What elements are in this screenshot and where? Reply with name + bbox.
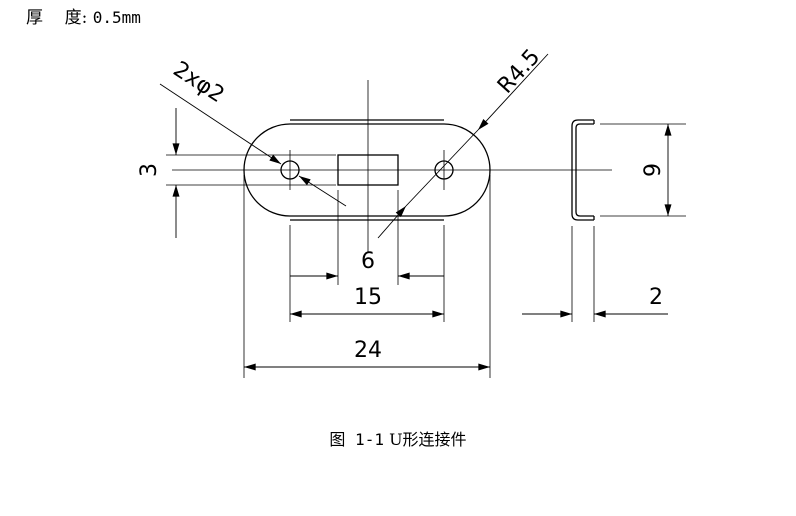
dim-radius-text: R4.5 [493,45,545,99]
side-extension-lines [571,123,686,322]
dim-slot-width-text: 15 [354,285,382,310]
figure-number: 图 1-1 [329,430,384,449]
thickness-value: 0.5mm [92,8,141,27]
dim-holes-leader [159,83,347,207]
side-view [571,119,595,221]
thickness-note: 厚 度: 0.5mm [26,3,141,28]
dim-radius-leader [377,53,549,239]
extension-lines [166,154,491,378]
dim-side-width-text: 2 [649,285,663,310]
figure-title: U形连接件 [389,430,467,449]
dim-side-height-text: 9 [641,163,666,177]
thickness-label: 厚 度: [26,8,88,28]
center-lines [172,80,612,252]
dim-height-left-text: 3 [137,163,162,177]
dim-holes-text: 2xφ2 [168,57,228,108]
figure-caption: 图 1-1 U形连接件 [0,426,796,450]
dim-overall-length-text: 24 [354,338,382,363]
dim-hole-spacing-text: 6 [361,249,375,274]
